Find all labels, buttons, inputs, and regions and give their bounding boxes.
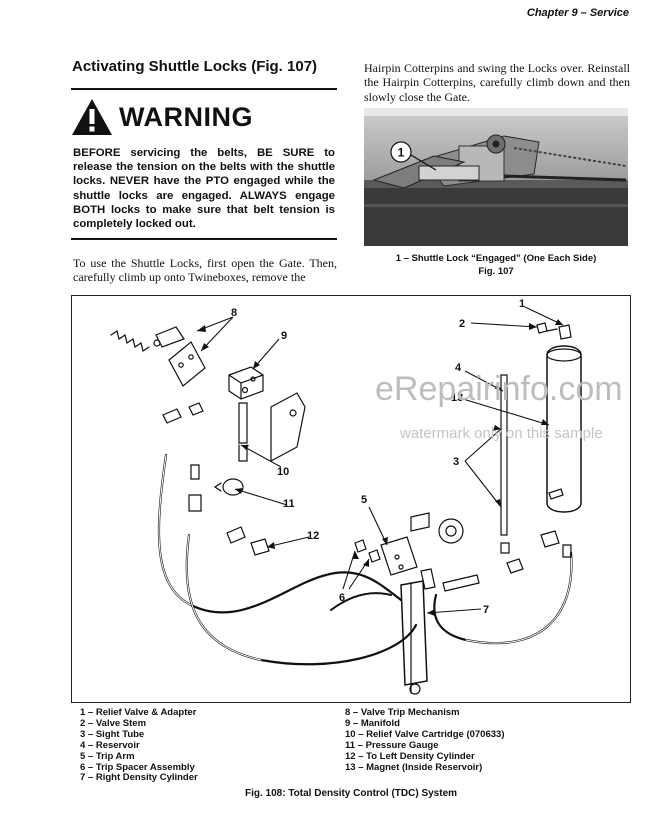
watermark-note: watermark only on this sample [400,425,603,442]
watermark-logo: eRepairinfo.com [375,370,623,408]
diagram-callout-4: 4 [455,362,462,374]
legend-item: 4 – Reservoir [80,739,140,751]
fig107-caption: 1 – Shuttle Lock “Engaged” (One Each Sid… [364,252,628,278]
diagram-callout-7: 7 [483,604,489,616]
legend-item: 3 – Sight Tube [80,728,145,740]
legend-item: 2 – Valve Stem [80,717,147,729]
legend-item: 7 – Right Density Cylinder [80,772,198,784]
legend-left: 1 – Relief Valve & Adapter 2 – Valve Ste… [80,707,198,784]
diagram-callout-11: 11 [283,498,295,510]
legend-item: 11 – Pressure Gauge [345,739,439,751]
warning-triangle-icon [72,99,112,135]
intro-paragraph: To use the Shuttle Locks, first open the… [73,256,337,285]
diagram-callout-12: 12 [307,530,319,542]
warning-text: BEFORE servicing the belts, BE SURE to r… [73,147,335,231]
legend-item: 9 – Manifold [345,717,400,729]
continuation-paragraph: Hairpin Cotterpins and swing the Locks o… [364,61,630,104]
shuttle-lock-photo: 1 [364,108,628,246]
fig108-caption: Fig. 108: Total Density Control (TDC) Sy… [244,788,458,799]
diagram-callout-9: 9 [281,330,287,342]
legend-item: 12 – To Left Density Cylinder [345,750,475,762]
diagram-callout-2: 2 [459,318,465,330]
chapter-header: Chapter 9 – Service [526,7,629,19]
warning-heading: WARNING [119,101,253,132]
diagram-callout-13: 13 [451,392,463,404]
diagram-callout-5: 5 [361,494,367,506]
diagram-callout-10: 10 [277,466,289,478]
diagram-callout-8: 8 [231,307,237,319]
diagram-callout-1: 1 [519,298,525,310]
warning-banner: WARNING [71,92,337,142]
legend-item: 13 – Magnet (Inside Reservoir) [345,761,483,773]
legend-item: 10 – Relief Valve Cartridge (070633) [345,728,505,740]
legend-item: 8 – Valve Trip Mechanism [345,707,460,718]
warning-rule-bottom [71,238,337,240]
tdc-diagram-frame [71,295,631,703]
diagram-callout-3: 3 [453,456,459,468]
legend-right: 8 – Valve Trip Mechanism 9 – Manifold 10… [345,707,505,773]
warning-rule-top [71,88,337,90]
legend-item: 6 – Trip Spacer Assembly [80,761,195,773]
legend-item: 5 – Trip Arm [80,750,135,762]
diagram-callout-6: 6 [339,592,345,604]
fig107-caption-line1: 1 – Shuttle Lock “Engaged” (One Each Sid… [395,253,597,264]
legend-item: 1 – Relief Valve & Adapter [80,707,197,718]
section-title: Activating Shuttle Locks (Fig. 107) [72,58,318,75]
photo-callout-1: 1 [398,146,405,160]
tdc-system-diagram: 1 2 3 4 5 6 7 8 9 10 11 12 13 [110,298,582,695]
fig107-caption-line2: Fig. 107 [478,266,514,277]
